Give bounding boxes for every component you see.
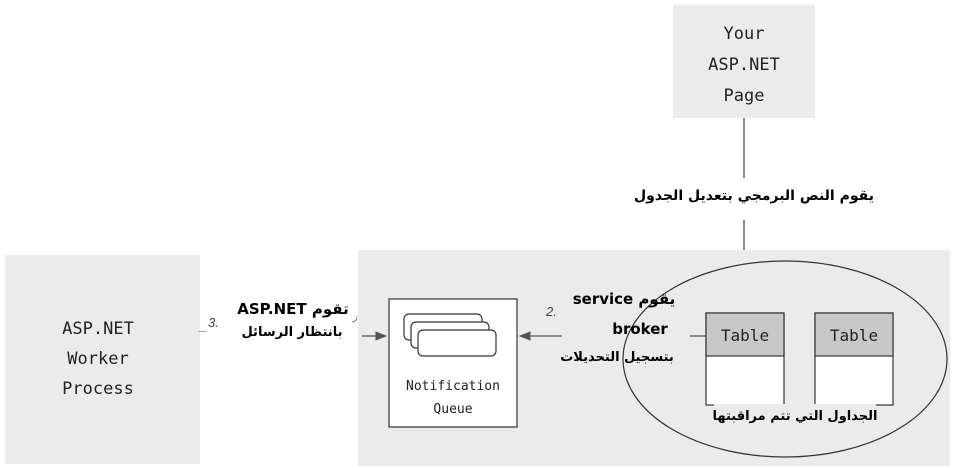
- worker-line-1: ASP.NET: [62, 319, 134, 339]
- monitored-tables-caption-bg: [714, 404, 876, 426]
- aspnet-waits-line-2: بانتظار الرسائل: [241, 325, 342, 340]
- worker-line-3: Process: [62, 379, 134, 399]
- worker-line-2: Worker: [67, 349, 128, 369]
- step-3-dash: _: [198, 318, 207, 333]
- page-line-1: Your: [724, 24, 765, 44]
- tick-mark: ز: [352, 312, 358, 323]
- monitored-tables-ellipse: [622, 260, 948, 458]
- aspnet-worker-node: ASP.NET Worker Process: [5, 255, 200, 464]
- step-3-number: 3.: [208, 315, 219, 330]
- queue-line-1: Notification: [406, 379, 500, 394]
- table-left-header: [705, 312, 785, 357]
- aspnet-page-node: Your ASP.NET Page: [673, 5, 815, 118]
- table-right-header: [814, 312, 894, 357]
- aspnet-waits-line-1: تقوم ASP.NET: [237, 300, 348, 318]
- monitored-tables-label: الجداول التي تتم مراقبتها: [713, 409, 878, 424]
- table-left-label: Table: [721, 326, 769, 345]
- table-right-label: Table: [830, 326, 878, 345]
- queue-line-2: Queue: [433, 402, 472, 417]
- service-broker-line-3: بتسجيل التحديلات: [560, 350, 674, 365]
- stacked-messages-icon: [403, 313, 497, 357]
- table-right: Table: [814, 312, 894, 406]
- page-line-3: Page: [724, 86, 765, 106]
- page-line-2: ASP.NET: [708, 55, 780, 75]
- table-left: Table: [705, 312, 785, 406]
- service-broker-line-1: يقوم service: [573, 290, 676, 308]
- service-broker-line-2: broker: [612, 320, 668, 338]
- script-modifies-table-label: يقوم النص البرمجي بتعديل الجدول: [634, 188, 874, 204]
- notification-queue-node: Notification Queue: [388, 298, 518, 428]
- step-2-number: 2.: [545, 304, 557, 319]
